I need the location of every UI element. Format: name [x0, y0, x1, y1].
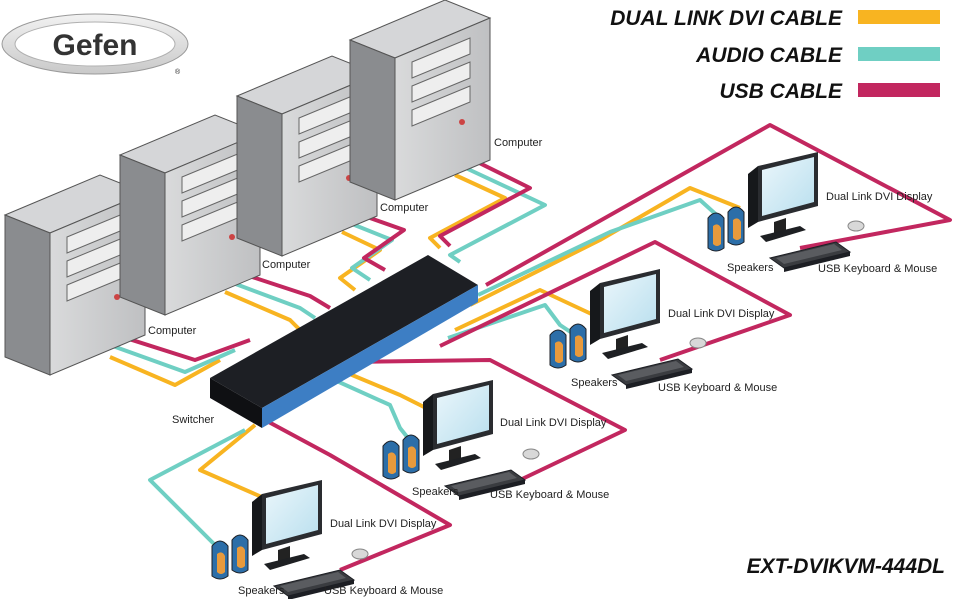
keyboard-label-1: USB Keyboard & Mouse	[324, 585, 443, 597]
legend: DUAL LINK DVI CABLE AUDIO CABLE USB CABL…	[610, 7, 940, 103]
workstation-1	[211, 479, 369, 599]
computer-4-cables	[428, 149, 547, 264]
speakers-label-4: Speakers	[727, 262, 774, 274]
legend-item-audio: AUDIO CABLE	[695, 44, 940, 67]
legend-swatch-audio	[858, 47, 940, 61]
computer-1-cables	[109, 331, 251, 387]
brand-name: Gefen	[52, 29, 137, 62]
computer-label-3: Computer	[380, 202, 429, 214]
display-label-3: Dual Link DVI Display	[668, 308, 775, 320]
switcher-label: Switcher	[172, 414, 215, 426]
speakers-label-2: Speakers	[412, 486, 459, 498]
registered-mark: ®	[175, 68, 181, 76]
legend-label-dvi: DUAL LINK DVI CABLE	[610, 7, 843, 30]
station-4-cables	[469, 123, 952, 307]
computer-label-1: Computer	[148, 325, 197, 337]
legend-label-audio: AUDIO CABLE	[695, 44, 843, 67]
keyboard-label-2: USB Keyboard & Mouse	[490, 489, 609, 501]
switcher-logo-icon	[266, 406, 286, 414]
speakers-label-1: Speakers	[238, 585, 285, 597]
model-number: EXT-DVIKVM-444DL	[747, 555, 945, 578]
display-label-1: Dual Link DVI Display	[330, 518, 437, 530]
computer-label-4: Computer	[494, 137, 543, 149]
legend-swatch-dvi	[858, 10, 940, 24]
legend-item-usb: USB CABLE	[719, 80, 940, 103]
computer-label-2: Computer	[262, 259, 311, 271]
legend-item-dvi: DUAL LINK DVI CABLE	[610, 7, 940, 30]
gefen-logo: Gefen ®	[1, 13, 189, 76]
legend-label-usb: USB CABLE	[719, 80, 842, 103]
keyboard-label-3: USB Keyboard & Mouse	[658, 382, 777, 394]
workstation-4	[707, 151, 865, 273]
legend-swatch-usb	[858, 83, 940, 97]
kvm-switcher	[210, 255, 478, 428]
display-label-4: Dual Link DVI Display	[826, 191, 933, 203]
workstation-3	[549, 268, 707, 390]
speakers-label-3: Speakers	[571, 377, 618, 389]
display-label-2: Dual Link DVI Display	[500, 417, 607, 429]
keyboard-label-4: USB Keyboard & Mouse	[818, 263, 937, 275]
computer-3-cables	[338, 206, 406, 292]
